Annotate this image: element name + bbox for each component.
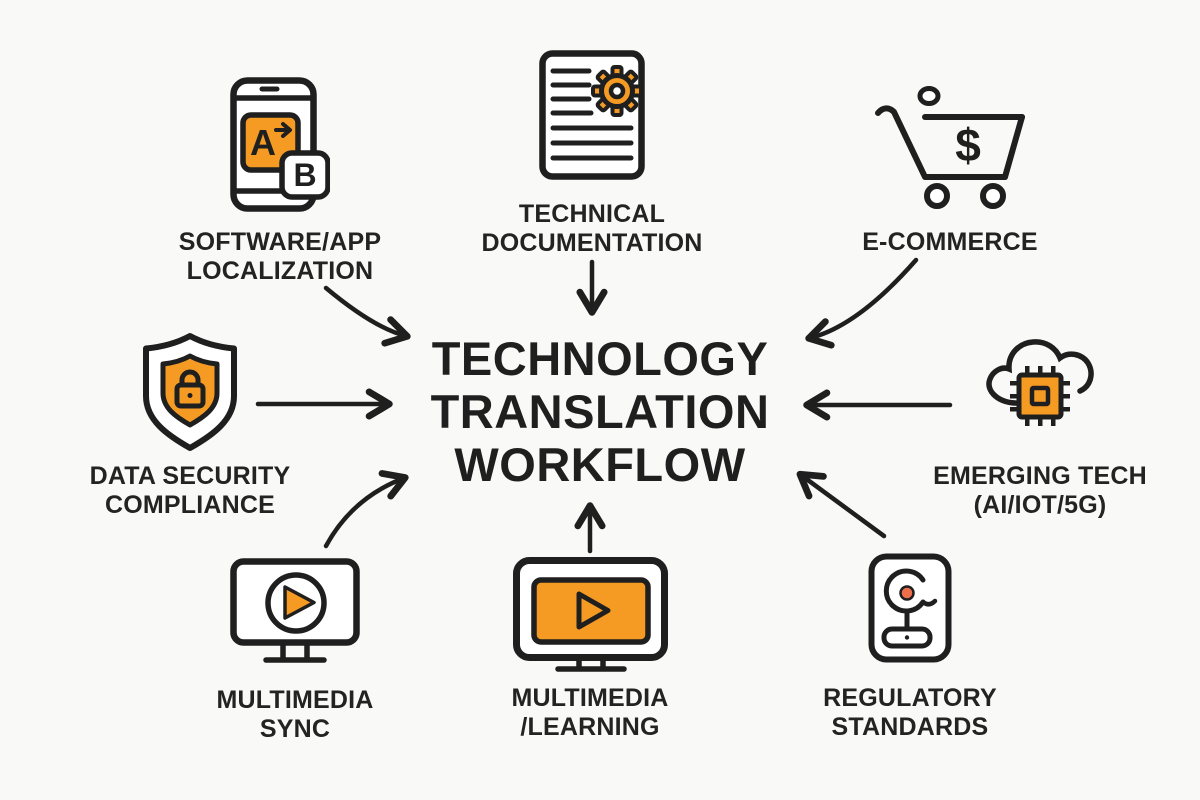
node-label: E-COMMERCE [862, 228, 1038, 256]
monitor-play-icon [230, 558, 360, 663]
cloud-chip-icon [985, 339, 1094, 426]
node-label: REGULATORY STANDARDS [823, 684, 997, 741]
node-regulatory-standards: REGULATORY STANDARDS [760, 553, 1060, 742]
title-line: TECHNOLOGY [431, 332, 769, 385]
dollar-symbol: $ [955, 119, 981, 171]
document-gear-icon [539, 50, 645, 180]
node-multimedia-learning: MULTIMEDIA /LEARNING [440, 557, 740, 742]
node-label: SOFTWARE/APP LOCALIZATION [178, 228, 382, 285]
node-label: EMERGING TECH (AI/IOT/5G) [933, 462, 1147, 519]
gear-icon [591, 65, 643, 117]
letter-a: A [250, 122, 276, 163]
play-icon [576, 591, 610, 630]
title-line: TRANSLATION [430, 385, 770, 438]
node-label: MULTIMEDIA /LEARNING [511, 684, 669, 741]
translate-arrow-icon [274, 122, 292, 138]
node-label: TECHNICAL DOCUMENTATION [481, 200, 703, 257]
chip-icon [1009, 366, 1070, 426]
node-e-commerce: $ E-COMMERCE [790, 85, 1110, 257]
node-data-security-compliance: DATA SECURITY COMPLIANCE [40, 332, 340, 520]
node-emerging-tech: EMERGING TECH (AI/IOT/5G) [885, 333, 1195, 520]
arrow-regulatory-to-center [796, 470, 887, 539]
node-technical-documentation: TECHNICAL DOCUMENTATION [442, 50, 742, 258]
seal-dot [899, 585, 915, 601]
arrow-multimediasync-to-center [323, 470, 409, 549]
letter-b: B [293, 157, 316, 193]
shopping-cart-icon: $ [875, 86, 1025, 209]
node-multimedia-sync: MULTIMEDIA SYNC [145, 558, 445, 744]
shield-lock-icon [143, 333, 237, 451]
play-icon [283, 585, 316, 620]
phone-translate-icon: A B [230, 77, 330, 212]
lock-icon [174, 369, 206, 409]
node-label: MULTIMEDIA SYNC [216, 686, 374, 743]
monitor-video-icon [512, 557, 668, 672]
arrow-software-to-center [323, 285, 411, 347]
node-software-app-localization: A B SOFTWARE/APP LOCALIZATION [110, 77, 450, 286]
title-line: WORKFLOW [454, 438, 746, 491]
page-title: TECHNOLOGY TRANSLATION WORKFLOW [350, 332, 850, 491]
node-label: DATA SECURITY COMPLIANCE [89, 462, 291, 519]
certificate-stamp-icon [868, 553, 952, 663]
arrow-ecommerce-to-center [805, 257, 919, 349]
